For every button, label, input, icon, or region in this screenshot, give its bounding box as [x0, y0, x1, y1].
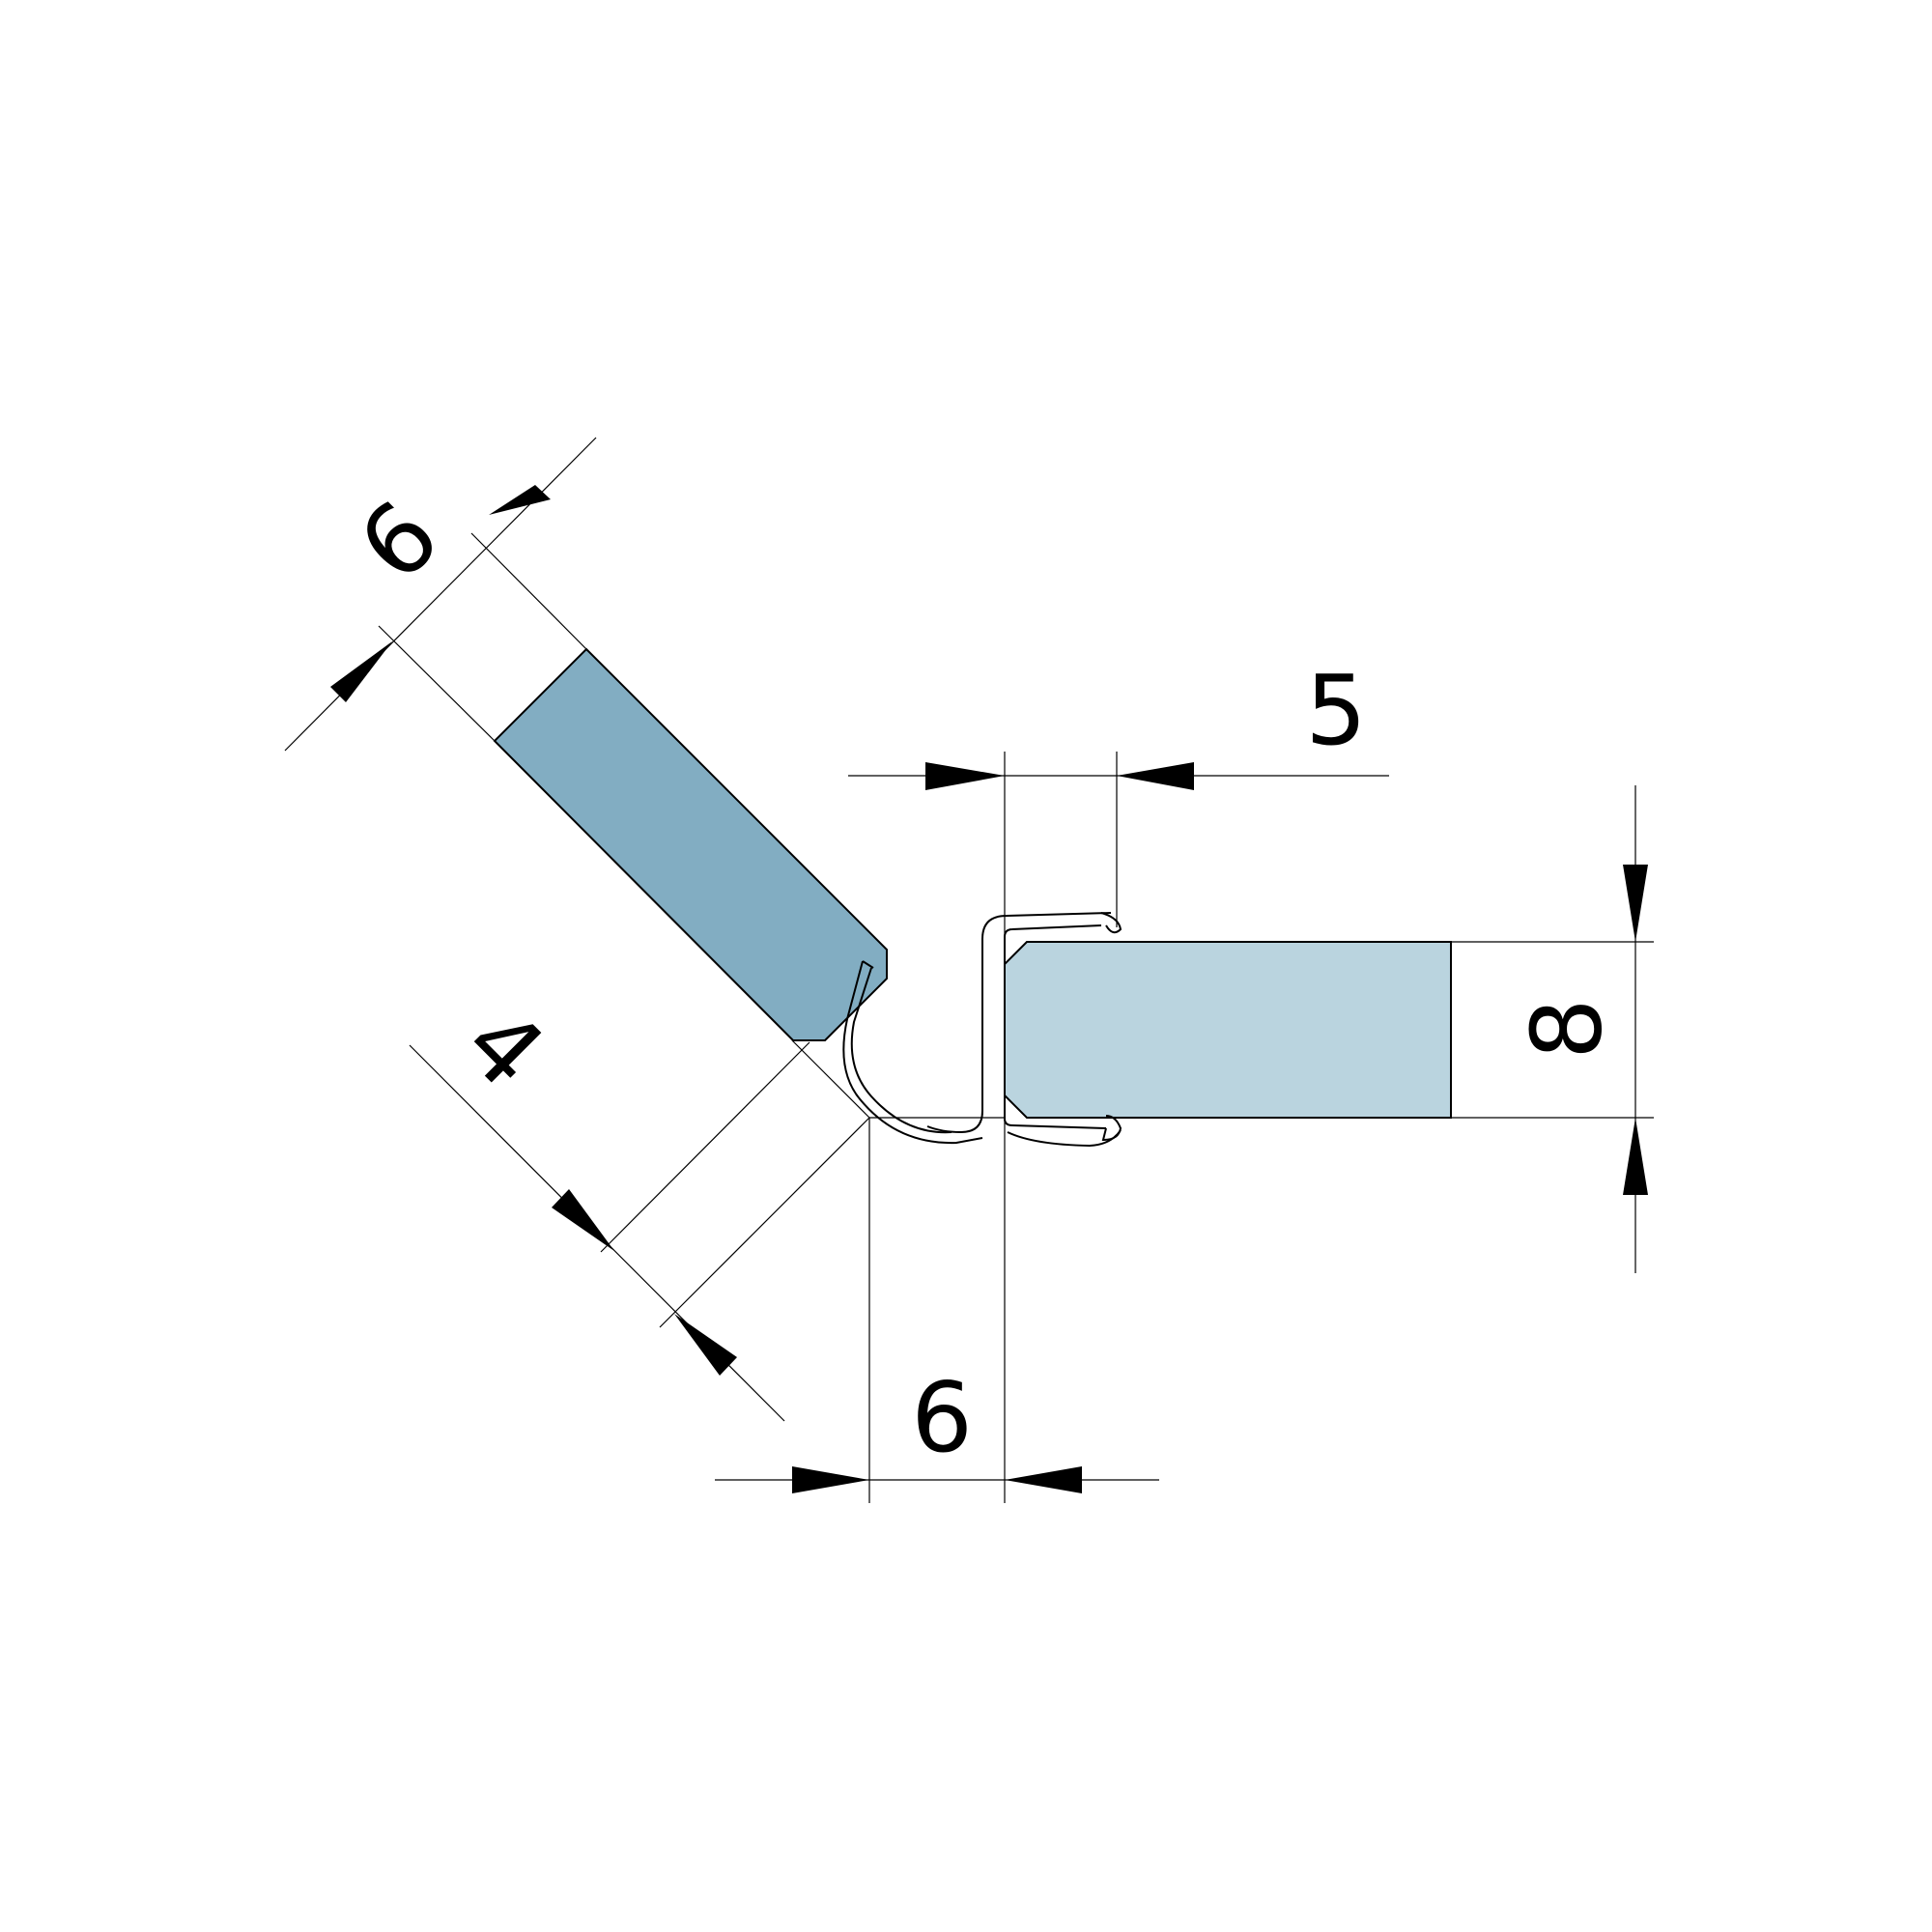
label-gap-diagonal: 4 [442, 986, 566, 1110]
seal-clip-bottom-hook [1101, 1115, 1122, 1142]
seal-lip-tip [862, 960, 874, 969]
dim-line-angled-thickness [284, 437, 597, 752]
dimension-arrows [330, 485, 1648, 1493]
seal-clip-top-hook [1100, 912, 1122, 934]
seal-curved-lip-inner [850, 967, 952, 1134]
arrowhead-clip-left [925, 762, 1005, 790]
label-straight-thickness: 8 [1511, 998, 1624, 1060]
angled-glass-extension-1 [378, 625, 496, 742]
arrowhead-angled-top [489, 485, 551, 515]
arrowhead-bottom-right [1005, 1466, 1082, 1493]
seal-clip-outer [926, 912, 1112, 1134]
label-bottom-offset: 6 [911, 1361, 973, 1474]
seal-face-line-2 [659, 1117, 870, 1328]
seal-curved-lip-outer [842, 960, 983, 1145]
angled-glass-extension-2 [470, 532, 587, 650]
arrowhead-gap-right [674, 1314, 737, 1376]
arrowhead-straight-bottom [1623, 1118, 1648, 1195]
arrowhead-angled-bottom [330, 641, 392, 702]
seal-face-line-1 [600, 1041, 810, 1253]
arrowhead-clip-right [1117, 762, 1194, 790]
seal-lower-arm [1007, 1129, 1122, 1148]
arrowhead-straight-top [1623, 865, 1648, 942]
label-clip-depth: 5 [1305, 654, 1367, 767]
arrowhead-gap-left [552, 1189, 614, 1251]
corner-construction-line [791, 1039, 870, 1119]
arrowhead-bottom-left [792, 1466, 869, 1493]
label-angled-thickness: 6 [337, 479, 461, 603]
straight-glass-panel [1004, 941, 1452, 1119]
angled-glass-panel [493, 647, 888, 1041]
seal-profile [842, 912, 1122, 1148]
construction-lines [378, 532, 1654, 1503]
